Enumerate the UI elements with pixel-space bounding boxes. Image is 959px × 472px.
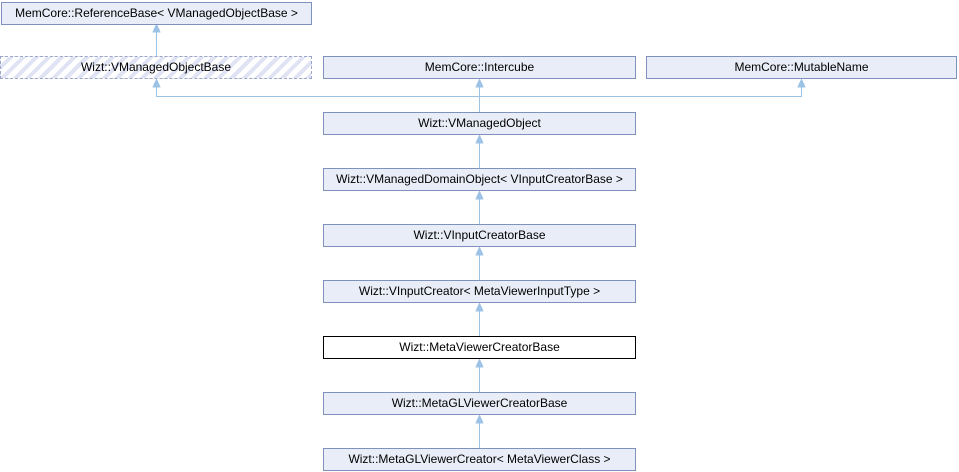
class-node-wizt-vmanagedobjectbase[interactable]: Wizt::VManagedObjectBase bbox=[0, 56, 312, 79]
inheritance-arrow bbox=[475, 246, 484, 280]
class-node-memcore-mutablename[interactable]: MemCore::MutableName bbox=[646, 56, 957, 79]
inheritance-arrow-multi bbox=[152, 78, 806, 112]
inheritance-arrow bbox=[475, 302, 484, 336]
inheritance-arrow bbox=[475, 414, 484, 448]
class-node-wizt-vinputcreatorbase[interactable]: Wizt::VInputCreatorBase bbox=[323, 224, 636, 247]
inheritance-arrow bbox=[475, 134, 484, 168]
class-node-wizt-metaviewercreatorbase-current: Wizt::MetaViewerCreatorBase bbox=[323, 336, 636, 359]
class-node-memcore-intercube[interactable]: MemCore::Intercube bbox=[323, 56, 636, 79]
inheritance-arrow bbox=[475, 190, 484, 224]
class-node-wizt-metaglviewercreatorbase[interactable]: Wizt::MetaGLViewerCreatorBase bbox=[323, 392, 636, 415]
class-node-wizt-vinputcreator[interactable]: Wizt::VInputCreator< MetaViewerInputType… bbox=[323, 280, 636, 303]
inheritance-arrow bbox=[152, 23, 161, 56]
class-node-wizt-vmanagedobject[interactable]: Wizt::VManagedObject bbox=[323, 112, 636, 135]
class-node-wizt-metaglviewercreator[interactable]: Wizt::MetaGLViewerCreator< MetaViewerCla… bbox=[323, 448, 636, 471]
class-node-wizt-vmanageddomainobject[interactable]: Wizt::VManagedDomainObject< VInputCreato… bbox=[323, 168, 636, 191]
class-node-memcore-referencebase[interactable]: MemCore::ReferenceBase< VManagedObjectBa… bbox=[1, 2, 312, 25]
inheritance-arrow bbox=[475, 358, 484, 392]
